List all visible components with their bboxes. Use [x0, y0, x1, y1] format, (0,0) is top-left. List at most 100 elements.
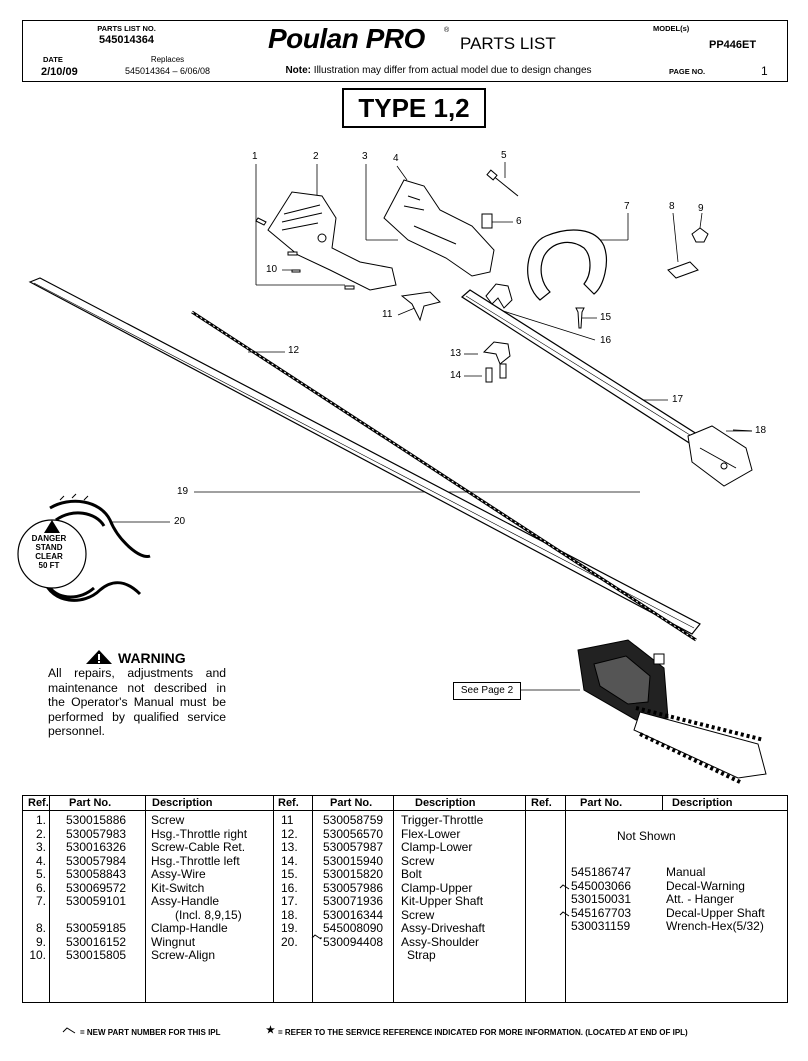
parts-list-no: 545014364 [98, 34, 155, 46]
throttle-trigger [400, 291, 441, 322]
parts-list-no-label: PARTS LIST NO. [97, 24, 156, 33]
callout-13: 13 [450, 348, 462, 359]
new-part-marks [311, 884, 570, 940]
callout-10: 10 [266, 264, 278, 275]
table-cell: Trigger-Throttle [401, 813, 484, 827]
warning-triangle-icon [44, 520, 60, 533]
table-cell: 545167703 [571, 905, 632, 920]
table-cell: Screw [401, 853, 435, 868]
table-cell: Assy-Handle [151, 894, 220, 908]
table-cell: Screw [401, 907, 435, 922]
clamp-upper [485, 283, 513, 309]
table-cell: Assy-Driveshaft [401, 921, 486, 935]
header-part-2: Part No. [330, 797, 373, 809]
warning-icon [86, 650, 112, 664]
table-cell: Screw [151, 813, 185, 827]
table-cell: 530057986 [323, 880, 384, 895]
loop-handle [527, 229, 607, 301]
header-part-1: Part No. [69, 797, 112, 809]
wingnut [691, 227, 709, 243]
col2-parts: 530058759 530056570 530057987 530015940 … [323, 813, 384, 963]
header-part-3: Part No. [580, 797, 623, 809]
table-cell: 530016152 [66, 934, 127, 949]
header-block: PARTS LIST NO. 545014364 DATE 2/10/09 Re… [22, 20, 788, 82]
shaft-coupler [687, 425, 753, 487]
table-cell: Clamp-Lower [401, 840, 473, 854]
table-cell: 14. [281, 853, 298, 868]
table-cell: 530057987 [323, 840, 384, 854]
callout-16: 16 [600, 335, 612, 346]
table-cell: 530015805 [66, 948, 127, 962]
clamp-lower [482, 341, 511, 365]
callout-12: 12 [288, 345, 300, 356]
col2-refs: 11 12. 13. 14. 15. 16. 17. 18. 19. 20. [281, 813, 298, 963]
col1-refs: 1. 2. 3. 4. 5. 6. 7. 8. 9. 10. [26, 813, 46, 963]
callout-7: 7 [624, 201, 630, 212]
table-cell: 530015940 [323, 853, 384, 868]
date-label: DATE [43, 55, 63, 64]
star-icon: ★ [266, 1025, 275, 1036]
table-cell: Kit-Upper Shaft [401, 894, 484, 908]
decal-line-3: CLEAR [35, 552, 63, 561]
table-cell: Hsg.-Throttle right [151, 826, 248, 841]
table-cell: Wingnut [151, 934, 196, 949]
table-cell: 530016326 [66, 840, 127, 854]
header-ref-2: Ref. [278, 797, 299, 809]
bolt [575, 307, 585, 329]
callout-17: 17 [672, 394, 684, 405]
table-cell: 8. [35, 921, 46, 935]
callout-6: 6 [516, 216, 522, 227]
model-value: PP446ET [709, 39, 757, 51]
table-cell: Manual [666, 865, 706, 879]
col1-descs: Screw Hsg.-Throttle right Screw-Cable Re… [151, 813, 248, 963]
table-cell: Kit-Switch [151, 880, 205, 895]
callout-18: 18 [755, 425, 767, 436]
col2-descs: Trigger-Throttle Flex-Lower Clamp-Lower … [401, 813, 486, 963]
callout-11: 11 [382, 309, 393, 320]
brand-logo: Poulan PRO [268, 23, 425, 54]
note-cell: Note: Illustration may differ from actua… [230, 62, 647, 81]
table-cell: 530069572 [66, 880, 127, 895]
flex-cable [191, 310, 697, 642]
table-cell: 11 [281, 813, 294, 827]
table-cell: Hsg.-Throttle left [151, 853, 240, 868]
danger-decal-text: DANGER STAND CLEAR 50 FT [22, 534, 76, 570]
switch [481, 213, 493, 229]
table-cell: 1. [35, 813, 46, 827]
callout-15: 15 [600, 312, 612, 323]
header-desc-1: Description [152, 797, 213, 809]
table-cell: 530031159 [571, 919, 631, 933]
callout-14: 14 [450, 370, 462, 381]
table-cell: 530016344 [323, 907, 384, 922]
col1-parts: 530015886 530057983 530016326 530057984 … [66, 813, 127, 963]
page-label: PAGE NO. [669, 67, 706, 76]
col3-parts: 545186747 545003066 530150031 545167703 … [571, 865, 632, 934]
page-cell: PAGE NO. 1 [647, 62, 787, 81]
registered-mark: ® [444, 27, 450, 34]
table-cell: 545003066 [571, 878, 632, 893]
table-cell: 530057983 [66, 826, 127, 841]
replaces-cell: Replaces 545014364 – 6/06/08 [105, 53, 230, 81]
table-cell: Clamp-Handle [151, 921, 228, 935]
table-cell: 2. [35, 826, 46, 841]
throttle-housing-right [267, 191, 397, 291]
handle-clamp [667, 261, 699, 279]
table-cell: 530059101 [66, 894, 127, 908]
table-cell: 7. [35, 894, 46, 908]
table-cell: Att. - Hanger [666, 892, 735, 906]
replaces-label: Replaces [150, 55, 185, 64]
table-cell: 6. [35, 880, 46, 895]
brand-cell: Poulan PRO ® PARTS LIST [230, 21, 647, 62]
table-cell: 530071936 [323, 894, 384, 908]
replaces-value: 545014364 – 6/06/08 [124, 66, 211, 76]
table-cell: 530056570 [323, 826, 384, 841]
decal-line-1: DANGER [31, 534, 67, 543]
new-part-mark-icon [62, 1027, 76, 1034]
col3-descs: Manual Decal-Warning Att. - Hanger Decal… [666, 865, 765, 934]
warning-text: All repairs, adjustments and maintenance… [48, 666, 226, 738]
table-cell: 18. [281, 907, 298, 922]
footer-new-part: = NEW PART NUMBER FOR THIS IPL [80, 1028, 221, 1037]
date-value: 2/10/09 [41, 66, 78, 78]
table-cell: 530015886 [66, 813, 127, 827]
table-cell: Screw-Align [151, 948, 216, 962]
